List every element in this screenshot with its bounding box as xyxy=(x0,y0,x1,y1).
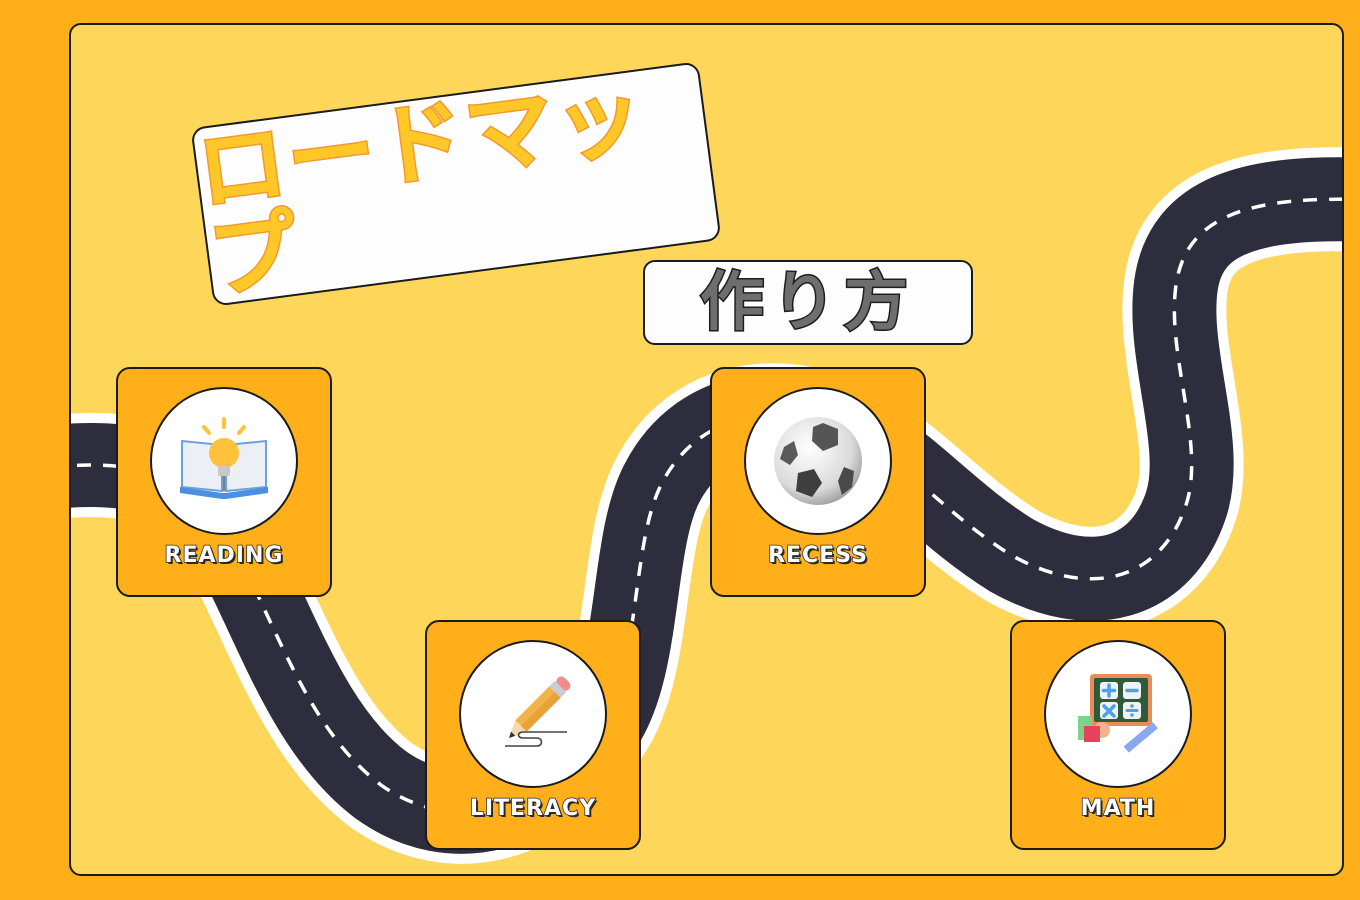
stop-label: READING xyxy=(164,542,284,569)
stop-label: MATH xyxy=(1080,795,1156,822)
stop-card-literacy[interactable]: LITERACY xyxy=(425,620,641,850)
chalkboard-math-icon xyxy=(1078,674,1158,753)
icon-circle xyxy=(744,387,892,535)
stop-label: LITERACY xyxy=(469,795,597,822)
subtitle-card: 作り方 xyxy=(643,260,973,345)
icon-circle xyxy=(1044,640,1192,788)
stop-card-math[interactable]: MATH xyxy=(1010,620,1226,850)
stop-label: RECESS xyxy=(767,542,868,569)
subtitle-text: 作り方 xyxy=(699,265,916,340)
icon-circle xyxy=(459,640,607,788)
book-lightbulb-icon xyxy=(180,417,268,499)
stop-card-recess[interactable]: RECESS xyxy=(710,367,926,597)
icon-circle xyxy=(150,387,298,535)
soccer-ball-icon xyxy=(774,417,862,505)
pencil-icon xyxy=(505,676,571,747)
roadmap-panel: ロードマップ 作り方 READING xyxy=(69,23,1344,876)
stop-card-reading[interactable]: READING xyxy=(116,367,332,597)
